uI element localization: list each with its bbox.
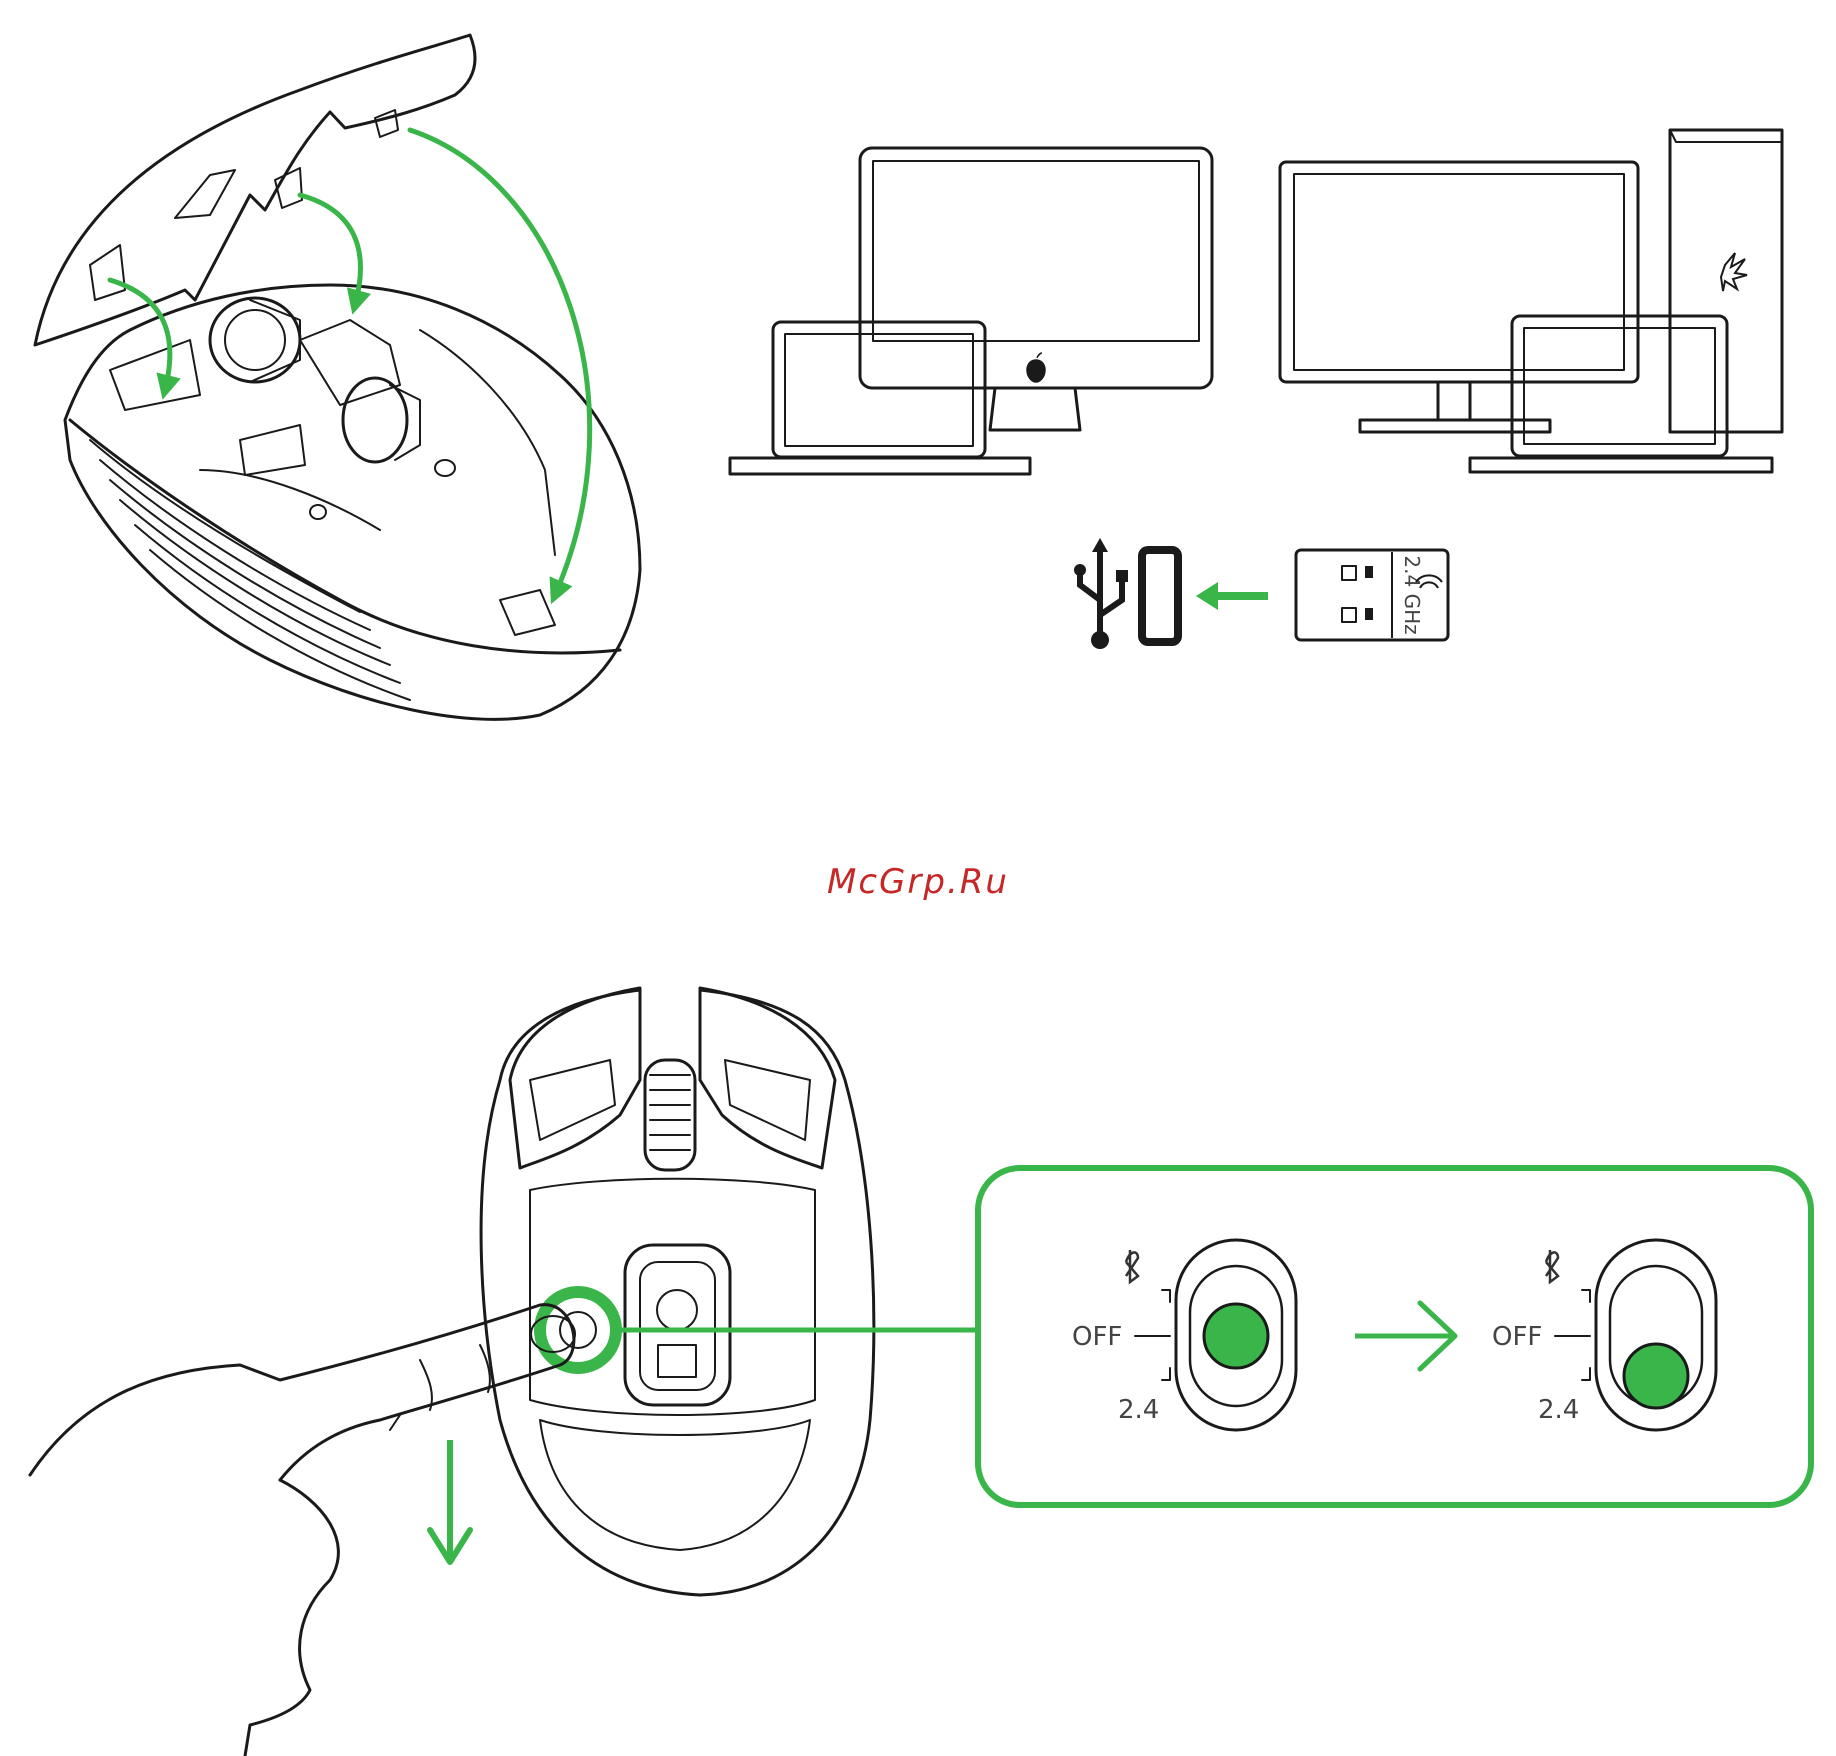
scroll-wheel-ridges bbox=[650, 1075, 690, 1150]
laptop-left-base bbox=[730, 458, 1030, 474]
power-switch-highlight bbox=[540, 1292, 616, 1368]
scroll-wheel-right-teeth bbox=[390, 385, 420, 460]
switch-before-label-24: 2.4 bbox=[1118, 1395, 1159, 1425]
cover-slot bbox=[175, 170, 235, 218]
scroll-wheel-right bbox=[343, 378, 407, 462]
finger bbox=[30, 1305, 574, 1480]
sensor-label-plate bbox=[658, 1345, 696, 1377]
imac-screen bbox=[873, 161, 1199, 341]
usb-dongle bbox=[1296, 550, 1448, 640]
switch-before-label-off: OFF bbox=[1072, 1322, 1122, 1352]
arrow-tab-center bbox=[300, 195, 360, 305]
optical-sensor bbox=[657, 1290, 697, 1330]
scroll-wheel-underside bbox=[645, 1060, 695, 1170]
dongle-pin-2 bbox=[1365, 608, 1373, 620]
battery-slot bbox=[110, 340, 200, 410]
imac-monitor bbox=[860, 148, 1212, 388]
dongle-pin-1 bbox=[1365, 566, 1373, 578]
left-button bbox=[510, 988, 640, 1168]
finger-creases bbox=[390, 1345, 490, 1430]
hand-knuckles bbox=[245, 1480, 338, 1756]
switch-after-knob bbox=[1624, 1344, 1688, 1408]
screw-hole bbox=[435, 460, 455, 476]
laptop-left-display bbox=[785, 334, 973, 446]
switch-before-knob bbox=[1204, 1304, 1268, 1368]
mouse-underside-illustration bbox=[30, 988, 978, 1756]
razer-logo-icon bbox=[1721, 253, 1747, 291]
devices-illustration bbox=[730, 130, 1782, 474]
arrow-left-icon bbox=[1196, 582, 1268, 610]
watermark-text: McGrp.Ru bbox=[827, 862, 1009, 902]
usb-port-icon bbox=[1142, 550, 1178, 642]
dongle-contact-2 bbox=[1342, 608, 1356, 622]
switch-detail-panel: OFF 2.4 OFF 2.4 bbox=[978, 1168, 1811, 1505]
arrow-tab-right bbox=[410, 130, 590, 595]
power-switch bbox=[560, 1312, 596, 1348]
laptop-right-display bbox=[1524, 328, 1715, 444]
right-button bbox=[700, 988, 835, 1168]
dongle-contact-1 bbox=[1342, 566, 1356, 580]
compartment-line bbox=[200, 470, 380, 530]
laptop-right-screen bbox=[1512, 316, 1727, 456]
sensor-window bbox=[640, 1262, 715, 1390]
arrow-down-icon bbox=[430, 1440, 470, 1562]
pc-stand-neck bbox=[1438, 382, 1470, 420]
dongle-slot bbox=[240, 425, 305, 475]
scroll-wheel-left-hub bbox=[225, 310, 285, 370]
mouse-open-cover-illustration bbox=[35, 35, 640, 719]
latch-slot bbox=[500, 590, 555, 635]
pc-tower-top bbox=[1670, 130, 1782, 142]
mouse-side-grip bbox=[90, 440, 410, 700]
switch-after-label-24: 2.4 bbox=[1538, 1395, 1579, 1425]
screw-hole-2 bbox=[310, 505, 326, 519]
cover-tab-left bbox=[90, 245, 125, 300]
laptop-right-base bbox=[1470, 458, 1772, 472]
pc-stand-base bbox=[1360, 420, 1550, 432]
apple-logo-icon bbox=[1027, 353, 1045, 382]
dongle-connection: 2.4 GHz bbox=[1074, 538, 1448, 649]
pc-monitor bbox=[1280, 162, 1638, 382]
switch-after-label-off: OFF bbox=[1492, 1322, 1542, 1352]
pc-screen bbox=[1294, 174, 1624, 370]
dongle-frequency-label: 2.4 GHz bbox=[1400, 555, 1424, 634]
usb-symbol-icon bbox=[1074, 538, 1128, 649]
imac-stand bbox=[990, 388, 1080, 430]
cover-tab-right bbox=[375, 110, 398, 137]
underside-rear-feet bbox=[540, 1420, 810, 1550]
compartment-rail bbox=[420, 330, 555, 555]
